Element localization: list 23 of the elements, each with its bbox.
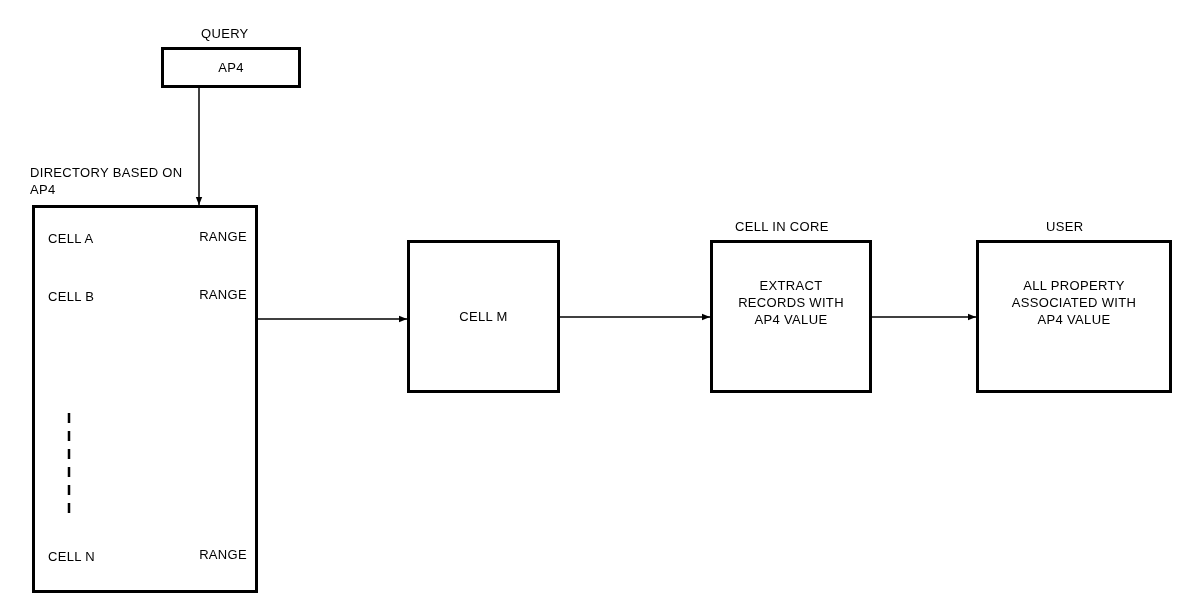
directory-box <box>32 205 258 593</box>
node-heading: CELL IN CORE <box>735 218 829 235</box>
arrow <box>559 313 711 321</box>
directory-entry: CELL B <box>48 288 95 305</box>
process-box <box>710 240 872 393</box>
query-box <box>161 47 301 88</box>
arrow <box>195 87 203 206</box>
query-value: AP4 <box>218 59 244 76</box>
node-heading: USER <box>1046 218 1084 235</box>
range-label: RANGE <box>199 228 247 245</box>
arrow <box>871 313 977 321</box>
box-label: ALL PROPERTY ASSOCIATED WITH AP4 VALUE <box>1010 277 1138 328</box>
directory-entry: CELL A <box>48 230 94 247</box>
arrow <box>257 315 408 323</box>
node-heading: QUERY <box>201 25 249 42</box>
box-label: CELL M <box>459 308 508 325</box>
node-heading: DIRECTORY BASED ON AP4 <box>30 164 184 198</box>
box-label: EXTRACT RECORDS WITH AP4 VALUE <box>737 277 845 328</box>
range-label: RANGE <box>199 286 247 303</box>
range-label: RANGE <box>199 546 247 563</box>
user-box <box>976 240 1172 393</box>
process-box <box>407 240 560 393</box>
directory-entry: CELL N <box>48 548 95 565</box>
